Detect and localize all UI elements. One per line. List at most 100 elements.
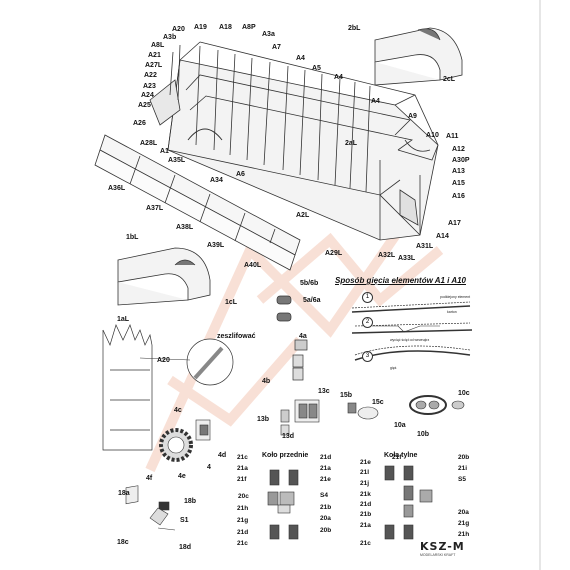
part-label: A20 (157, 357, 170, 364)
part-label: A28L (140, 140, 158, 147)
part-label: 4c (174, 407, 182, 414)
part-label: A17 (448, 220, 461, 227)
brand-logo: KSZ-M (420, 540, 465, 553)
part-label: A5 (312, 65, 321, 72)
part-1-drawing (117, 247, 211, 306)
part-label: A23 (143, 83, 156, 90)
part-label: A39L (207, 242, 225, 249)
part-label: A6 (236, 171, 245, 178)
part-label: A15 (452, 180, 465, 187)
part-label: A34 (210, 177, 223, 184)
part-label: 4a (299, 333, 307, 340)
part-label: A18 (219, 24, 232, 31)
note-bend: gięś (390, 366, 397, 370)
part-label: A4 (334, 74, 343, 81)
part-2-drawing (374, 27, 463, 86)
part-label: 21d (237, 529, 249, 536)
part-label: S1 (180, 517, 189, 524)
part-label: 4b (262, 378, 271, 385)
part-label: A24 (141, 92, 154, 99)
part-label: 21b (320, 504, 332, 511)
part-label: 1aL (117, 316, 130, 323)
part-label: 2cL (443, 76, 456, 83)
part-label: A22 (144, 72, 157, 79)
part-label: 4f (146, 475, 153, 482)
small-parts-18 (125, 485, 176, 531)
part-label: 20a (458, 509, 469, 516)
part-label: 21i (458, 465, 468, 472)
part-label: 21c (360, 540, 371, 547)
part-label: 5b/6b (300, 280, 319, 287)
part-label: 10c (458, 390, 470, 397)
part-label: 21f (392, 454, 402, 461)
part-label: A4 (371, 98, 380, 105)
bending-section-title: Sposób gięcia elementów A1 i A10 (335, 276, 466, 285)
part-label: A37L (146, 205, 164, 212)
part-label: 4d (218, 452, 227, 459)
step-2-marker: 2 (362, 317, 373, 328)
note-cut: wyciąć ścięt od wewnątrz (390, 338, 430, 342)
part-label: 10b (417, 431, 430, 438)
part-label: A21 (148, 52, 161, 59)
part-label: A32L (378, 252, 396, 259)
part-label: 18d (179, 544, 192, 551)
part-label: A29L (325, 250, 343, 257)
part-label: 21c (237, 454, 248, 461)
part-label: A36L (108, 185, 126, 192)
part-label: A20 (172, 26, 185, 33)
gear-part-4 (159, 419, 211, 462)
part-label: A9 (408, 113, 417, 120)
small-parts-10-15 (347, 395, 465, 420)
part-label: A1 (160, 148, 169, 155)
part-label: 4 (207, 464, 211, 471)
part-label: 21a (237, 465, 248, 472)
part-label: 21c (237, 540, 248, 547)
part-label: A13 (452, 168, 465, 175)
part-label: 13c (318, 388, 330, 395)
part-label: 2bL (348, 25, 361, 32)
part-label: 20a (320, 515, 331, 522)
part-label: 21d (320, 454, 332, 461)
part-label: A12 (452, 146, 465, 153)
front-wheel-drawing (267, 469, 299, 540)
step-3-marker: 3 (362, 351, 373, 362)
part-label: 21g (458, 520, 470, 527)
part-label: A10 (426, 132, 439, 139)
step-1-marker: 1 (362, 292, 373, 303)
part-label: 20c (238, 493, 249, 500)
small-parts-5 (276, 295, 308, 381)
part-label: 21h (237, 505, 249, 512)
part-label: 20b (320, 527, 332, 534)
part-label: S4 (320, 492, 328, 499)
part-label: A27L (145, 62, 163, 69)
part-label: A11 (446, 133, 459, 140)
part-label: A16 (452, 193, 465, 200)
part-label: 5a/6a (303, 297, 321, 304)
part-label: 21k (360, 491, 371, 498)
rear-wheel-title: Koła tylne (384, 452, 418, 459)
brand-subtitle: MODELARSKI KRAFT (420, 553, 456, 557)
part-label: 21e (320, 476, 331, 483)
part-label: A7 (272, 44, 281, 51)
part-label: 21d (360, 501, 372, 508)
part-label: A4 (296, 55, 305, 62)
part-label: 15c (372, 399, 384, 406)
part-label: 21j (360, 480, 370, 487)
part-label: 1bL (126, 234, 139, 241)
part-label: A25 (138, 102, 151, 109)
part-label: 10a (394, 422, 406, 429)
part-label: A8P (242, 24, 256, 31)
part-label: A26 (133, 120, 146, 127)
part-label: 4e (178, 473, 186, 480)
part-label: 21g (237, 517, 249, 524)
part-label: S5 (458, 476, 466, 483)
part-label: A8L (151, 42, 165, 49)
front-wheel-title: Koło przednie (262, 452, 309, 459)
part-label: A19 (194, 24, 207, 31)
note-cardboard: karton (447, 310, 457, 314)
part-label: 2aL (345, 140, 358, 147)
a20-detail-drawing (102, 324, 234, 451)
part-label: 21a (320, 465, 331, 472)
part-label: A30P (452, 157, 470, 164)
